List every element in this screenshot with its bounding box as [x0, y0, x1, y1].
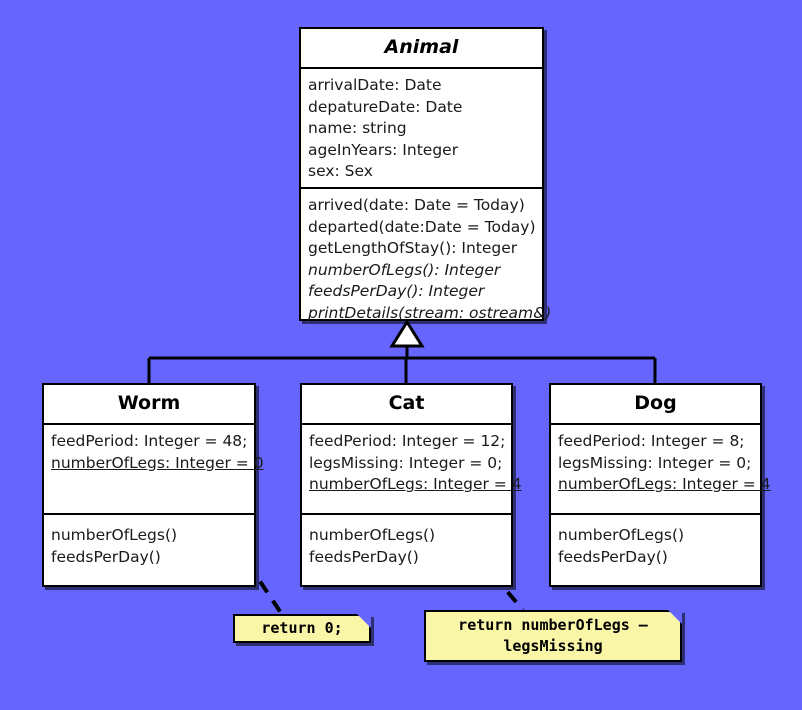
attribute-row: numberOfLegs: Integer = 4	[558, 475, 771, 493]
operations-compartment-worm: numberOfLegs() feedsPerDay()	[44, 515, 254, 574]
note-line: return 0;	[261, 618, 343, 637]
operation-row: getLengthOfStay(): Integer	[308, 239, 518, 257]
operation-row: feedsPerDay()	[309, 547, 419, 566]
class-name-animal: Animal	[301, 29, 542, 69]
note-fold-corner-icon	[357, 614, 371, 628]
attributes-compartment-worm: feedPeriod: Integer = 48; numberOfLegs: …	[44, 425, 264, 515]
operations-compartment-cat: numberOfLegs() feedsPerDay()	[302, 515, 511, 574]
attribute-row: ageInYears: Integer	[308, 140, 459, 159]
class-box-worm[interactable]: Worm feedPeriod: Integer = 48; numberOfL…	[42, 383, 264, 587]
class-name-cat: Cat	[302, 385, 511, 425]
operations-compartment-dog: numberOfLegs() feedsPerDay()	[551, 515, 760, 574]
attribute-row: feedPeriod: Integer = 8;	[558, 432, 745, 450]
operations-compartment-animal: arrived(date: Date = Today) departed(dat…	[301, 189, 552, 330]
attributes-compartment-cat: feedPeriod: Integer = 12; legsMissing: I…	[302, 425, 522, 515]
attribute-row: legsMissing: Integer = 0;	[558, 453, 752, 472]
class-box-cat[interactable]: Cat feedPeriod: Integer = 12; legsMissin…	[300, 383, 522, 587]
operation-row: departed(date:Date = Today)	[308, 217, 536, 236]
note-box-worm[interactable]: return 0;	[233, 614, 371, 643]
attribute-row: name: string	[308, 119, 407, 137]
attribute-row: feedPeriod: Integer = 12;	[309, 432, 506, 450]
attributes-compartment-dog: feedPeriod: Integer = 8; legsMissing: In…	[551, 425, 771, 515]
attribute-row: legsMissing: Integer = 0;	[309, 453, 503, 472]
operation-row: feedsPerDay()	[558, 547, 668, 566]
attribute-row: numberOfLegs: Integer = 4	[309, 475, 522, 493]
operation-row: printDetails(stream: ostream&)	[308, 303, 552, 322]
attribute-row: depatureDate: Date	[308, 97, 463, 116]
class-box-animal[interactable]: Animal arrivalDate: Date depatureDate: D…	[299, 27, 551, 322]
note-fold-corner-icon	[668, 610, 682, 624]
attribute-row: numberOfLegs: Integer = 0	[51, 453, 264, 472]
note-line: legsMissing	[503, 636, 603, 655]
class-name-dog: Dog	[551, 385, 760, 425]
note-line: return numberOfLegs –	[458, 615, 648, 634]
attribute-row: feedPeriod: Integer = 48;	[51, 432, 248, 450]
operation-row: numberOfLegs()	[309, 526, 436, 544]
operation-row: numberOfLegs()	[51, 526, 178, 544]
class-name-worm: Worm	[44, 385, 254, 425]
operation-row: numberOfLegs()	[558, 526, 685, 544]
class-box-dog[interactable]: Dog feedPeriod: Integer = 8; legsMissing…	[549, 383, 771, 587]
operation-row: numberOfLegs(): Integer	[308, 260, 501, 279]
attribute-row: arrivalDate: Date	[308, 76, 442, 94]
operation-row: feedsPerDay()	[51, 547, 161, 566]
operation-row: feedsPerDay(): Integer	[308, 282, 485, 300]
generalization-bus	[149, 345, 655, 360]
attribute-row: sex: Sex	[308, 162, 373, 180]
operation-row: arrived(date: Date = Today)	[308, 196, 525, 214]
attributes-compartment-animal: arrivalDate: Date depatureDate: Date nam…	[301, 69, 542, 189]
note-box-cat[interactable]: return numberOfLegs – legsMissing	[424, 610, 682, 662]
